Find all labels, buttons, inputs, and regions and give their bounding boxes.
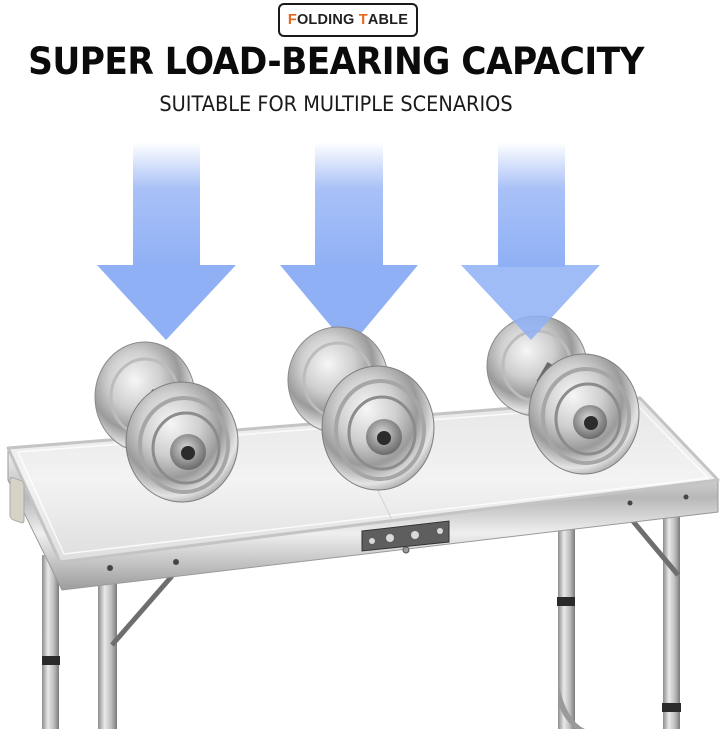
dumbbell-3 <box>486 315 640 475</box>
latch-icon <box>361 520 450 554</box>
down-arrow-icon <box>461 125 600 340</box>
subtitle: SUITABLE FOR MULTIPLE SCENARIOS <box>159 92 513 116</box>
down-arrow-icon <box>97 125 236 340</box>
dumbbell-2 <box>287 326 435 491</box>
table-legs <box>42 505 681 729</box>
badge-text-olding: OLDING <box>296 12 359 28</box>
badge-text-able: ABLE <box>367 12 409 28</box>
badge-letter-f: F <box>287 12 297 28</box>
arrows <box>97 125 418 348</box>
headline: SUPER LOAD-BEARING CAPACITY <box>28 40 644 83</box>
badge-letter-t: T <box>358 12 368 28</box>
dumbbell-1 <box>94 341 239 503</box>
down-arrow-icon <box>280 125 418 348</box>
